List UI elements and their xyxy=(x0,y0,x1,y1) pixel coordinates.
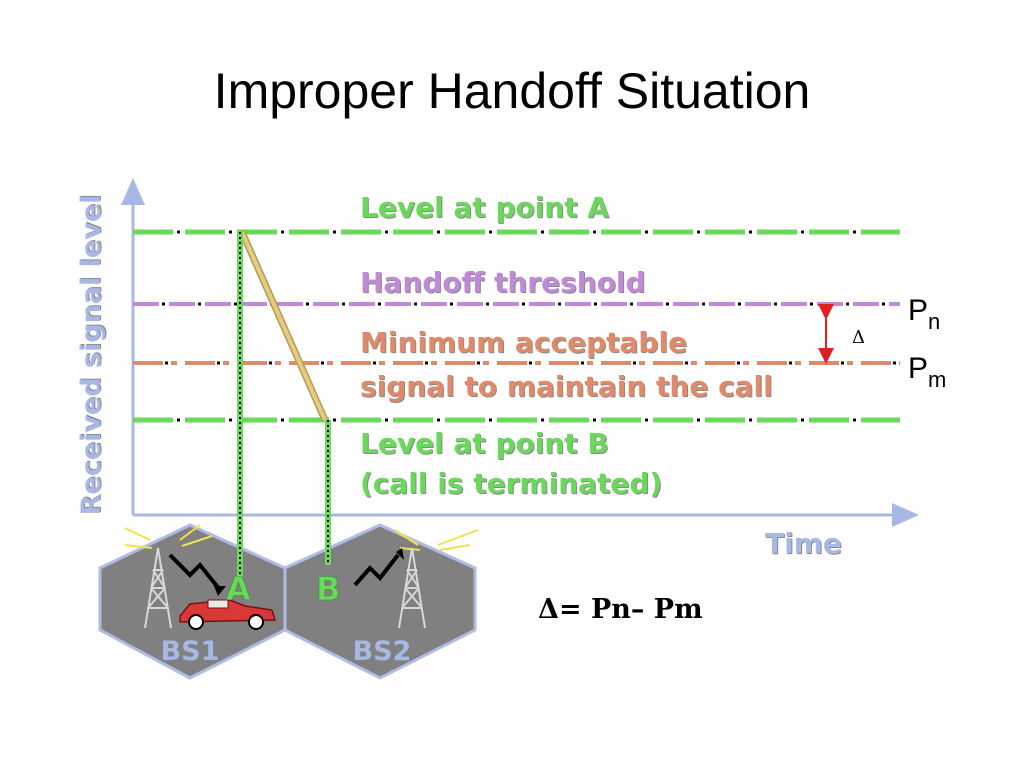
bs2-label: BS2 xyxy=(353,636,412,667)
x-axis-label: Time xyxy=(765,527,842,560)
bs2-cell xyxy=(283,523,477,680)
minimum-signal-label-line2: signal to maintain the call xyxy=(360,370,773,403)
bs1-label: BS1 xyxy=(161,636,220,667)
bs2-radiation-icon xyxy=(394,529,479,551)
delta-symbol: Δ xyxy=(852,327,865,348)
level-a-label: Level at point A xyxy=(360,191,609,224)
point-b-label: B xyxy=(316,570,340,608)
car-icon xyxy=(179,599,277,630)
bs1-link-icon xyxy=(168,553,222,592)
bs2-link-icon xyxy=(353,553,400,587)
minimum-signal-label-line1: Minimum acceptable xyxy=(360,326,687,359)
point-a-label: A xyxy=(226,570,251,608)
slide-title: Improper Handoff Situation xyxy=(213,63,811,119)
level-b-label-line2: (call is terminated) xyxy=(360,467,662,500)
handoff-threshold-label: Handoff threshold xyxy=(360,266,646,299)
bs2-tower-icon xyxy=(398,547,426,629)
level-b-label-line1: Level at point B xyxy=(360,427,609,460)
delta-formula: Δ= Pn– Pm xyxy=(538,594,703,625)
y-axis-label: Received signal level xyxy=(76,195,107,516)
pn-label: Pn xyxy=(908,294,940,334)
pm-label: Pm xyxy=(908,352,946,392)
bs1-radiation-icon xyxy=(124,524,213,549)
bs1-tower-icon xyxy=(144,547,172,629)
